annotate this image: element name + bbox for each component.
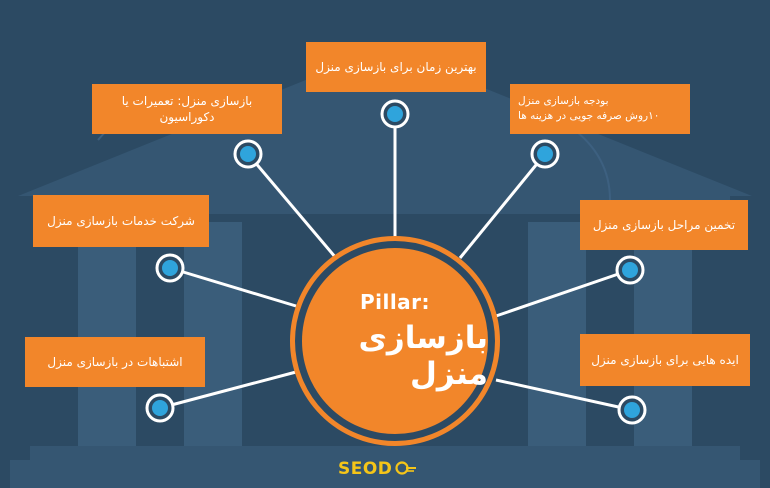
node-lower-right <box>617 395 647 425</box>
connector-mid-right <box>495 268 631 318</box>
node-top <box>380 99 410 129</box>
topic-box-top: بهترین زمان برای بازسازی منزل <box>306 42 486 92</box>
center-ring <box>290 236 500 446</box>
logo-text: SEOD <box>338 459 393 479</box>
connector-upper-right <box>458 153 547 259</box>
topic-label: بهترین زمان برای بازسازی منزل <box>315 59 477 74</box>
topic-box-mid-left: شرکت خدمات بازسازی منزل <box>33 195 209 247</box>
topic-box-upper-left: بازسازی منزل: تعمیرات یا دکوراسیون <box>92 84 282 134</box>
center-topic: Pillar: بازسازی منزل <box>302 248 488 434</box>
topic-label: ایده هایی برای بازسازی منزل <box>591 352 739 367</box>
topic-label: بازسازی منزل: تعمیرات یا دکوراسیون <box>121 93 253 124</box>
node-upper-right <box>530 139 560 169</box>
center-label-en: Pillar: <box>359 290 431 314</box>
connector-lower-right <box>495 378 633 412</box>
connector-upper-left <box>246 153 338 259</box>
topic-box-upper-right: بودجه بازسازی منزل ۱۰روش صرفه جویی در هز… <box>510 84 690 134</box>
brand-logo: SEOD <box>338 456 448 482</box>
magnifier-icon <box>395 461 417 475</box>
connector-lower-left <box>159 370 297 410</box>
connector-mid-left <box>169 266 297 308</box>
topic-box-lower-left: اشتباهات در بازسازی منزل <box>25 337 205 387</box>
node-mid-left <box>155 253 185 283</box>
node-lower-left <box>145 393 175 423</box>
center-label-fa: بازسازی منزل <box>358 320 488 392</box>
connectors <box>159 114 633 412</box>
topic-label: شرکت خدمات بازسازی منزل <box>47 213 195 228</box>
topic-box-mid-right: تخمین مراحل بازسازی منزل <box>580 200 748 250</box>
node-mid-right <box>615 255 645 285</box>
topic-label: تخمین مراحل بازسازی منزل <box>592 217 736 232</box>
node-upper-left <box>233 139 263 169</box>
topic-label: اشتباهات در بازسازی منزل <box>47 354 183 369</box>
topic-label-line1: بودجه بازسازی منزل <box>518 94 609 107</box>
topic-label-line2: ۱۰روش صرفه جویی در هزینه ها <box>518 110 660 122</box>
topic-box-lower-right: ایده هایی برای بازسازی منزل <box>580 334 750 386</box>
